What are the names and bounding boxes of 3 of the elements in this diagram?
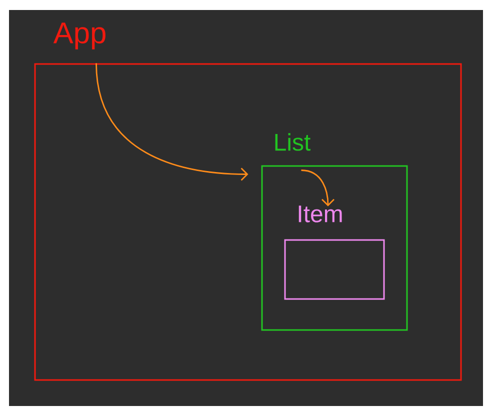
arrow bbox=[301, 170, 334, 206]
arrow bbox=[96, 63, 248, 181]
box-with-heading: Item bbox=[284, 206, 385, 300]
